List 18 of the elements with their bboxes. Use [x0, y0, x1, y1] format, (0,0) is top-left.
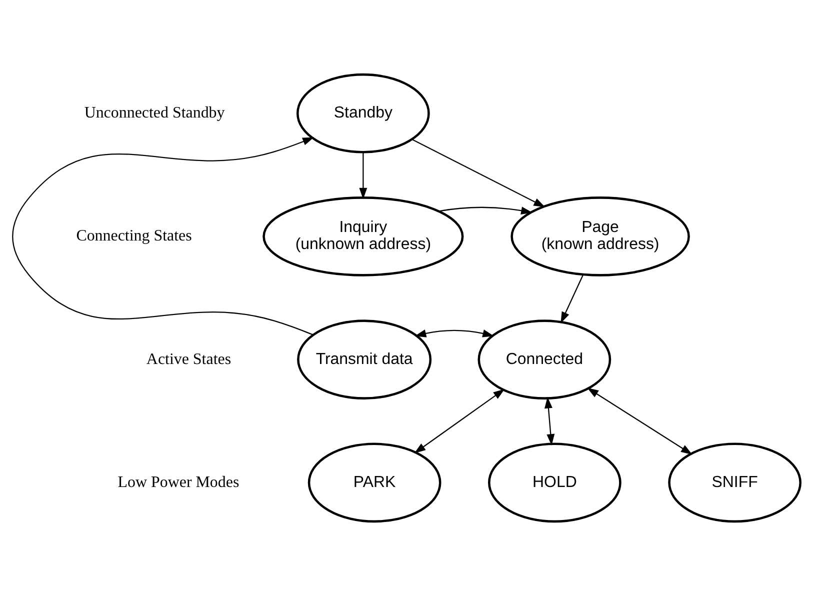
- arrow: [587, 388, 692, 455]
- node-ellipse: SNIFF: [668, 442, 802, 523]
- arrow: [414, 388, 505, 454]
- arrow: [359, 152, 368, 200]
- node-ellipse: Standby: [296, 73, 430, 154]
- node-ellipse: HOLD: [488, 442, 622, 523]
- arrow: [438, 206, 533, 215]
- arrow: [412, 138, 546, 208]
- node-ellipse: Transmit data: [297, 320, 432, 400]
- arrow: [544, 396, 555, 446]
- arrow: [414, 330, 494, 338]
- label: Unconnected Standby: [84, 104, 225, 122]
- label: Active States: [146, 350, 232, 368]
- arrow: [12, 137, 314, 336]
- label: Low Power Modes: [118, 474, 240, 491]
- node-ellipse: Inquiry (unknown address): [262, 196, 464, 276]
- label: Connecting States: [76, 228, 192, 245]
- arrow: [560, 274, 584, 324]
